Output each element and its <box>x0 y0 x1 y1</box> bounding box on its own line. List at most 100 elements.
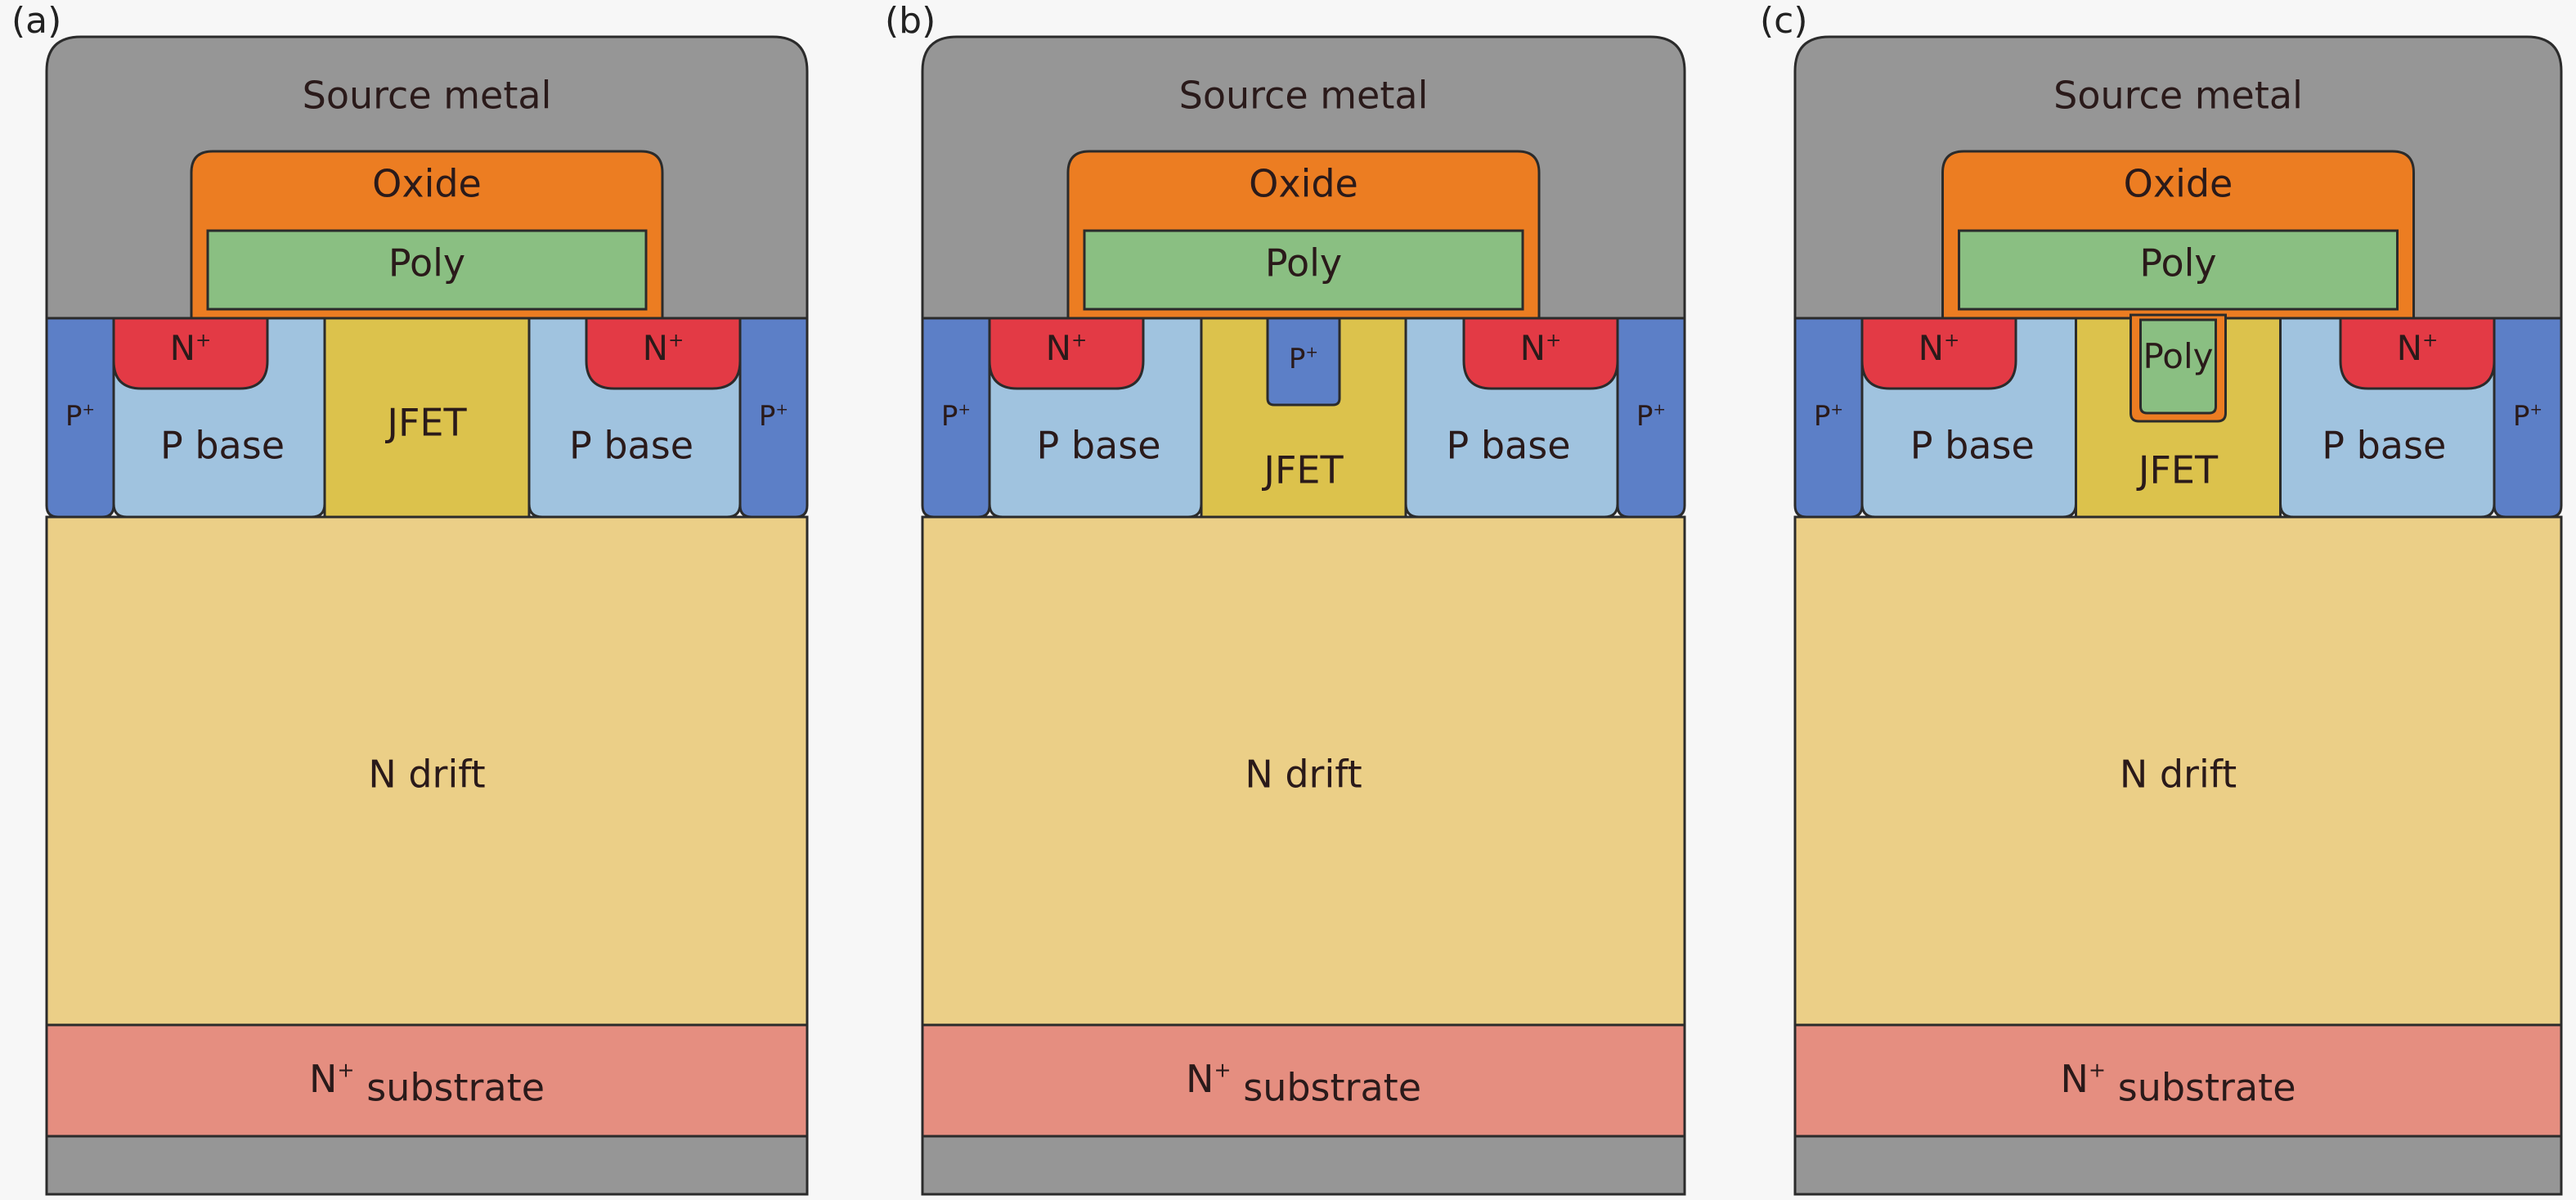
n-plus-right-label-base: N <box>1520 328 1546 368</box>
p-plus-left-label: P+ <box>1814 400 1843 433</box>
substrate-label: N+ substrate <box>1186 1057 1421 1109</box>
drain-metal-region <box>45 1135 809 1196</box>
n-drift-label: N drift <box>1245 753 1362 797</box>
trench-poly-label-base: Poly <box>2143 336 2213 376</box>
n-drift-region <box>921 515 1686 1027</box>
jfet-label: JFET <box>384 401 467 445</box>
trench-poly-label: Poly <box>2143 336 2213 376</box>
p-plus-left-label-superscript: + <box>82 401 95 418</box>
p-plus-right-label-superscript: + <box>775 401 788 418</box>
n-drift-region <box>45 515 809 1027</box>
p-plus-right-label: P+ <box>1636 400 1666 433</box>
substrate-label-superscript: + <box>2089 1058 2106 1081</box>
substrate-label-superscript: + <box>337 1058 354 1081</box>
p-plus-left-label-base: P <box>941 400 958 433</box>
n-plus-right-region <box>585 317 742 390</box>
n-plus-right-label: N+ <box>643 328 684 368</box>
poly-gate-region <box>1083 229 1524 311</box>
substrate-label: N+ substrate <box>309 1057 545 1109</box>
jfet-p-plus-implant-region <box>1266 317 1341 407</box>
p-base-right-label: P base <box>1446 424 1570 468</box>
substrate-label: N+ substrate <box>2060 1057 2296 1109</box>
p-plus-left-label: P+ <box>65 400 95 433</box>
n-plus-right-label: N+ <box>2397 328 2439 368</box>
p-plus-right-label-base: P <box>2513 400 2530 433</box>
substrate-label-base: N <box>2060 1057 2088 1101</box>
n-plus-right-label: N+ <box>1520 328 1562 368</box>
n-plus-right-label-superscript: + <box>668 330 684 351</box>
n-plus-right-label-base: N <box>2397 328 2422 368</box>
p-plus-right-label-superscript: + <box>2529 401 2542 418</box>
n-plus-right-region <box>2339 317 2496 390</box>
n-plus-right-label-superscript: + <box>2422 330 2438 351</box>
panel-label: (a) <box>11 0 61 42</box>
source-metal-label: Source metal <box>1179 74 1429 118</box>
p-plus-left-label-base: P <box>65 400 83 433</box>
n-plus-left-label-base: N <box>1919 328 1944 368</box>
substrate-label-rest: substrate <box>1232 1065 1421 1109</box>
source-metal-label: Source metal <box>303 74 552 118</box>
jfet-label: JFET <box>2136 448 2219 492</box>
poly-gate-region <box>206 229 648 311</box>
n-plus-substrate-region <box>921 1023 1686 1138</box>
panel-label: (b) <box>885 0 936 42</box>
jfet-p-plus-label: P+ <box>1289 343 1318 375</box>
n-drift-region <box>1793 515 2563 1027</box>
p-plus-left-label: P+ <box>941 400 971 433</box>
n-plus-right-label-base: N <box>643 328 668 368</box>
trench-poly-region <box>2139 318 2217 415</box>
p-base-left-label: P base <box>1036 424 1160 468</box>
n-plus-substrate-region <box>45 1023 809 1138</box>
n-plus-left-label: N+ <box>1046 328 1088 368</box>
p-base-right-label: P base <box>2322 424 2446 468</box>
n-drift-label: N drift <box>2120 753 2237 797</box>
jfet-label: JFET <box>1261 448 1344 492</box>
substrate-label-rest: substrate <box>355 1065 545 1109</box>
poly-label: Poly <box>388 241 465 285</box>
p-base-left-label: P base <box>1910 424 2035 468</box>
poly-label: Poly <box>1265 241 1342 285</box>
oxide-label: Oxide <box>1249 162 1358 206</box>
p-plus-right-label: P+ <box>759 400 788 433</box>
jfet-p-plus-label-superscript: + <box>1305 344 1318 361</box>
p-plus-left-label-superscript: + <box>958 401 971 418</box>
poly-gate-region <box>1958 229 2399 311</box>
substrate-label-superscript: + <box>1214 1058 1231 1081</box>
n-plus-left-region <box>988 317 1145 390</box>
n-plus-left-label-superscript: + <box>1944 330 1959 351</box>
p-plus-right-label-base: P <box>1636 400 1654 433</box>
p-plus-left-label-base: P <box>1814 400 1831 433</box>
n-plus-left-region <box>1860 317 2017 390</box>
n-plus-left-label-base: N <box>170 328 195 368</box>
p-plus-right-label-base: P <box>759 400 776 433</box>
substrate-label-base: N <box>309 1057 337 1101</box>
n-plus-left-label-superscript: + <box>195 330 211 351</box>
n-plus-left-label: N+ <box>170 328 212 368</box>
drain-metal-region <box>921 1135 1686 1196</box>
n-plus-right-region <box>1462 317 1619 390</box>
oxide-label: Oxide <box>2124 162 2233 206</box>
jfet-p-plus-label-base: P <box>1289 343 1306 375</box>
n-plus-left-label-base: N <box>1046 328 1071 368</box>
p-plus-right-label: P+ <box>2513 400 2542 433</box>
p-plus-right-label-superscript: + <box>1653 401 1666 418</box>
poly-label: Poly <box>2139 241 2216 285</box>
p-base-right-label: P base <box>569 424 693 468</box>
drain-metal-region <box>1793 1135 2563 1196</box>
panel-label: (c) <box>1760 0 1808 42</box>
n-plus-left-region <box>112 317 269 390</box>
n-plus-left-label-superscript: + <box>1071 330 1087 351</box>
n-plus-substrate-region <box>1793 1023 2563 1138</box>
n-drift-label: N drift <box>368 753 485 797</box>
substrate-label-rest: substrate <box>2106 1065 2296 1109</box>
p-base-left-label: P base <box>160 424 285 468</box>
source-metal-label: Source metal <box>2053 74 2303 118</box>
p-plus-left-label-superscript: + <box>1830 401 1843 418</box>
oxide-label: Oxide <box>372 162 482 206</box>
n-plus-left-label: N+ <box>1919 328 1960 368</box>
substrate-label-base: N <box>1186 1057 1214 1101</box>
